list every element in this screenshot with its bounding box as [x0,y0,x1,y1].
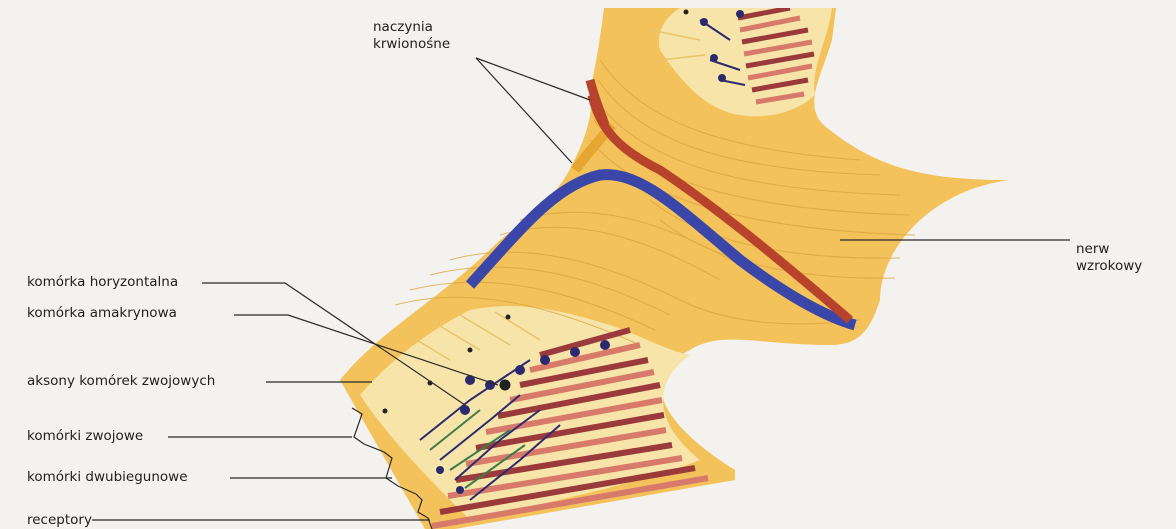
label-bipolar-cells: komórki dwubiegunowe [27,469,188,486]
leader-vessels-2 [476,58,572,163]
label-ganglion-axons: aksony komórek zwojowych [27,373,215,390]
label-amacrine-cell: komórka amakrynowa [27,305,177,322]
label-optic-nerve: nerw wzrokowy [1076,241,1142,275]
leader-vessels-1 [476,58,590,100]
label-receptors: receptory [27,512,92,529]
label-horizontal-cell: komórka horyzontalna [27,274,178,291]
label-ganglion-cells: komórki zwojowe [27,428,143,445]
label-blood-vessels: naczynia krwionośne [373,19,450,53]
